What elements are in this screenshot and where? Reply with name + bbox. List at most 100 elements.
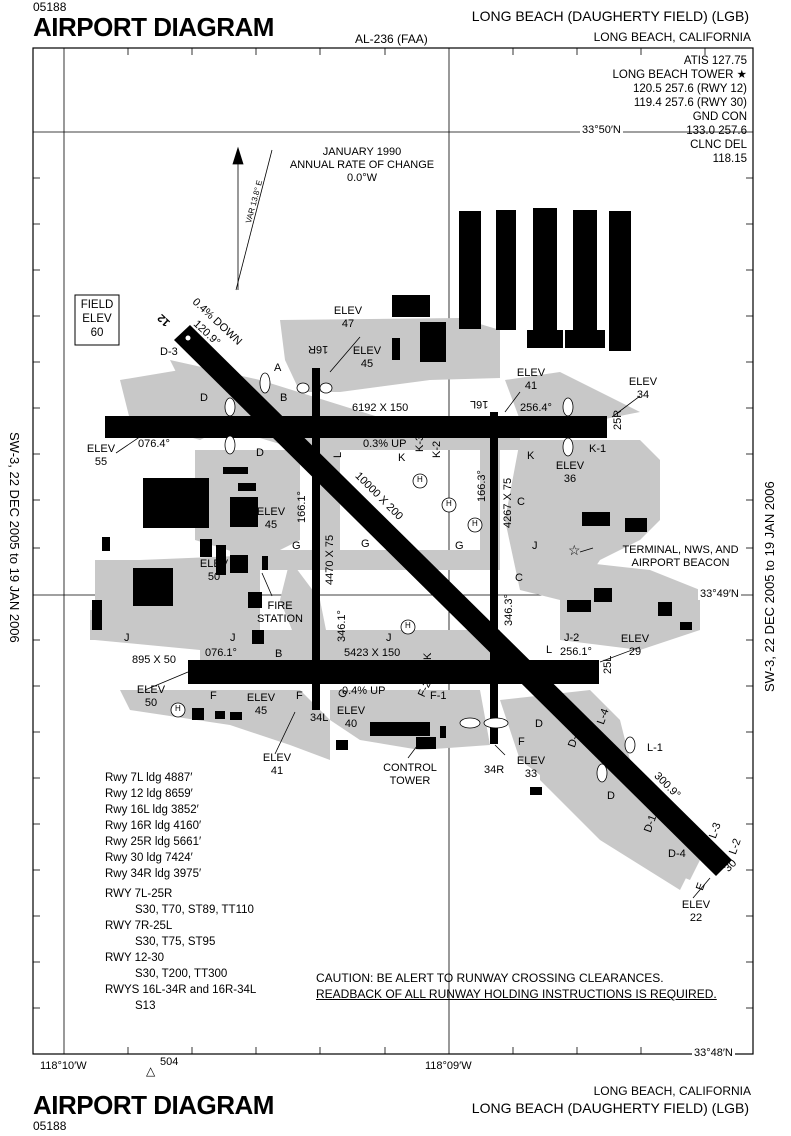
terminal-label-line1: TERMINAL, NWS, AND — [622, 544, 739, 556]
caution-note: CAUTION: BE ALERT TO RUNWAY CROSSING CLE… — [316, 970, 717, 1002]
heading-256-4: 256.4° — [520, 402, 552, 414]
airport-name-bottom: LONG BEACH (DAUGHERTY FIELD) (LGB) — [472, 1100, 749, 1116]
elev-value: 29 — [628, 646, 642, 658]
taxiway-j4: J-2 — [564, 632, 580, 644]
effective-dates-left: SW-3, 22 DEC 2005 to 19 JAN 2006 — [7, 432, 22, 643]
tower-label-line1: CONTROL — [383, 762, 437, 774]
magvar-rate: 0.0°W — [346, 172, 378, 184]
elev-value: 45 — [254, 705, 268, 717]
caution-line2: READBACK OF ALL RUNWAY HOLDING INSTRUCTI… — [316, 987, 717, 1001]
callout-lines — [115, 146, 711, 899]
taxiway-g3: G — [455, 540, 464, 552]
rwy-end-16l: 16L — [470, 398, 489, 410]
taxiway-d3: D — [535, 718, 543, 730]
ldg-note: Rwy 30 ldg 7424′ — [105, 852, 193, 864]
elev-value: 45 — [360, 358, 374, 370]
freq-clnc: 118.15 — [712, 153, 747, 165]
page-title-bottom: AIRPORT DIAGRAM — [33, 1090, 274, 1120]
elev-label: ELEV — [262, 752, 292, 764]
airport-name-text: LONG BEACH (DAUGHERTY FIELD) — [471, 1100, 708, 1116]
taxiway-e: F — [518, 736, 525, 748]
taxiway-l2: L-1 — [647, 742, 663, 754]
heading-166-1: 166.1° — [296, 491, 308, 523]
taxiway-j-2: K — [422, 652, 434, 660]
runways — [105, 325, 732, 876]
elev-value: 22 — [689, 912, 703, 924]
ldg-note: Rwy 16L ldg 3852′ — [105, 804, 199, 816]
freq-gnd: 133.0 257.6 — [686, 125, 747, 137]
taxiway-g4: J — [532, 540, 538, 552]
elev-label: ELEV — [555, 460, 585, 472]
lat-mid: 33°49′N — [698, 588, 741, 600]
elev-label: ELEV — [628, 376, 658, 388]
taxiway-j1: J — [124, 632, 130, 644]
terminal-label-line2: AIRPORT BEACON — [631, 557, 730, 569]
taxiway-d5: D-4 — [668, 848, 686, 860]
heading-076-4: 076.4° — [138, 438, 170, 450]
elev-label: ELEV — [516, 755, 546, 767]
taxiway-l1: L — [546, 644, 553, 656]
elev-value: 47 — [341, 318, 355, 330]
airport-id-text: (LGB) — [711, 1100, 749, 1116]
caution-line1: CAUTION: BE ALERT TO RUNWAY CROSSING CLE… — [316, 971, 664, 985]
taxiway-b1: B — [280, 392, 288, 404]
doc-number-bottom: 05188 — [33, 1119, 67, 1133]
dims-7l-25r: 5423 X 150 — [344, 647, 401, 659]
taxiway-k-1: K-2 — [431, 440, 443, 458]
lon-left: 118°10′W — [40, 1060, 87, 1072]
elev-value: 50 — [144, 697, 158, 709]
freq-gnd-label: GND CON — [692, 111, 747, 123]
slope-7r: 0.3% UP — [363, 438, 407, 450]
marker-triangle-icon: △ — [146, 1064, 156, 1078]
taxiway-j2: J — [230, 632, 236, 644]
runway-16r-34l — [312, 368, 320, 710]
ldg-note: Rwy 7L ldg 4887′ — [105, 772, 193, 784]
elev-value: 50 — [207, 571, 221, 583]
elev-label: ELEV — [199, 558, 229, 570]
airport-id-text: (LGB) — [711, 8, 749, 24]
landing-distances: Rwy 7L ldg 4887′ Rwy 12 ldg 8659′ Rwy 16… — [105, 770, 201, 882]
elev-value: 41 — [270, 765, 284, 777]
elev-label: ELEV — [336, 705, 366, 717]
wb-rwy: RWY 7R-25L — [105, 920, 173, 932]
field-elev-box — [74, 294, 120, 346]
ldg-note: Rwy 34R ldg 3975′ — [105, 868, 202, 880]
city-state-bottom: LONG BEACH, CALIFORNIA — [593, 1084, 751, 1098]
ldg-note: Rwy 12 ldg 8659′ — [105, 788, 193, 800]
lon-right: 118°09′W — [425, 1060, 472, 1072]
taxiway-k-2: K-3 — [414, 434, 426, 452]
doc-number-top: 05188 — [33, 0, 67, 14]
field-elev: FIELD ELEV 60 — [75, 298, 119, 340]
lat-top: 33°50′N — [580, 124, 623, 136]
taxiway-d4: D — [607, 790, 615, 802]
taxiway-c1: C — [517, 496, 525, 508]
airport-name-top: LONG BEACH (DAUGHERTY FIELD) (LGB) — [472, 8, 749, 24]
fire-station-label: FIRE STATION — [250, 600, 310, 626]
taxiway-b2: B — [275, 648, 283, 660]
rwy-end-16r: 16R — [308, 343, 329, 355]
wb-rwy: RWY 12-30 — [105, 952, 165, 964]
elev-label: ELEV — [516, 367, 546, 379]
helipad-label: H — [175, 704, 181, 713]
taxiway-d2: D — [256, 447, 264, 459]
taxiway-k3: K-1 — [589, 443, 607, 455]
beacon-icon: ☆ — [568, 542, 581, 558]
city-state-top: LONG BEACH, CALIFORNIA — [593, 30, 751, 44]
lat-bottom: 33°48′N — [692, 1047, 735, 1059]
effective-dates-right: SW-3, 22 DEC 2005 to 19 JAN 2006 — [762, 481, 777, 692]
heading-346-3: 346.3° — [503, 594, 515, 626]
helipad-label: H — [417, 475, 423, 484]
dims-7r-25l: 6192 X 150 — [352, 402, 409, 414]
wb-vals: S30, T70, ST89, TT110 — [135, 904, 254, 916]
page-title-top: AIRPORT DIAGRAM — [33, 12, 274, 42]
elev-label: ELEV — [681, 899, 711, 911]
